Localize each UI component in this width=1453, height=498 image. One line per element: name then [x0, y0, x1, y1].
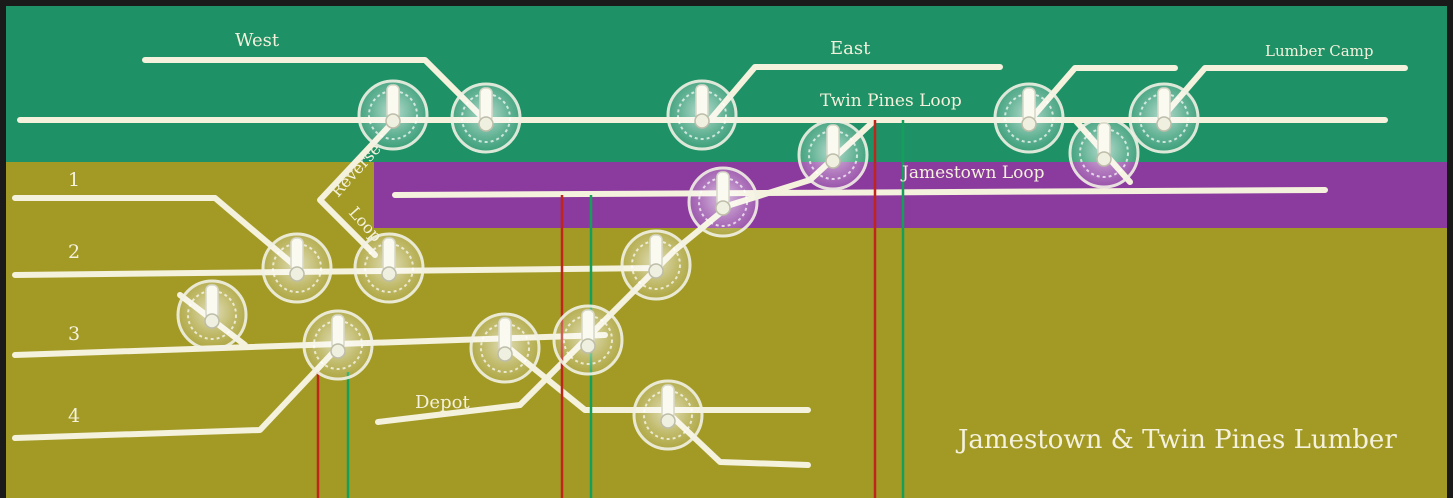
label-track-3: 3	[68, 323, 80, 345]
toggle-switch-icon[interactable]	[993, 82, 1065, 154]
label-lumber-camp: Lumber Camp	[1265, 42, 1374, 60]
label-depot: Depot	[415, 392, 470, 413]
toggle-switch-icon[interactable]	[176, 279, 248, 351]
toggle-switch-icon[interactable]	[666, 79, 738, 151]
label-east: East	[830, 38, 871, 59]
toggle-switch-icon[interactable]	[620, 229, 692, 301]
toggle-switch-icon[interactable]	[450, 82, 522, 154]
toggle-switch-icon[interactable]	[1128, 82, 1200, 154]
toggle-switch-icon[interactable]	[632, 379, 704, 451]
toggle-switch-icon[interactable]	[261, 232, 333, 304]
label-jamestown-loop: Jamestown Loop	[900, 163, 1045, 183]
label-track-2: 2	[68, 241, 80, 263]
label-twin-pines-loop: Twin Pines Loop	[820, 91, 962, 111]
toggle-switch-icon[interactable]	[797, 119, 869, 191]
toggle-switch-icon[interactable]	[687, 166, 759, 238]
panel-title: Jamestown & Twin Pines Lumber	[955, 425, 1397, 455]
toggle-switch-icon[interactable]	[469, 312, 541, 384]
label-west: West	[235, 30, 280, 51]
toggle-switch-icon[interactable]	[1068, 117, 1140, 189]
toggle-switch-icon[interactable]	[353, 232, 425, 304]
label-track-4: 4	[68, 405, 80, 427]
toggle-switch-icon[interactable]	[357, 79, 429, 151]
toggle-switch-icon[interactable]	[302, 309, 374, 381]
label-track-1: 1	[68, 169, 80, 191]
toggle-switch-icon[interactable]	[552, 304, 624, 376]
